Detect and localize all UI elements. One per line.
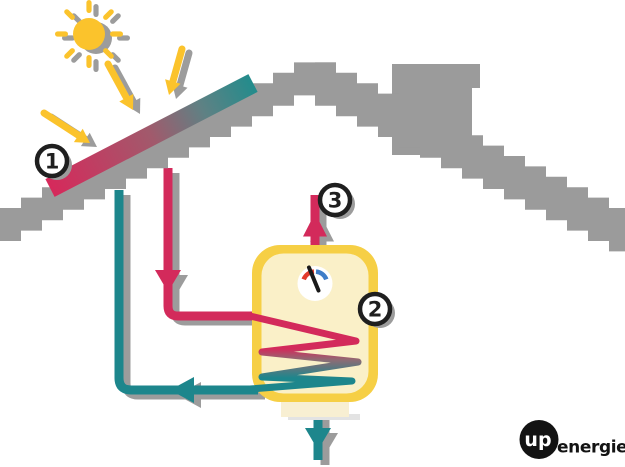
hot-flow-down-arrow xyxy=(155,270,181,292)
gauge-blue-arc xyxy=(315,269,329,281)
roof-left-slope xyxy=(0,62,336,241)
hot-supply-pipe xyxy=(163,168,258,321)
hot-water-up-arrow xyxy=(303,213,327,237)
sun-icon xyxy=(55,0,123,68)
cold-return-pipe xyxy=(114,190,258,395)
step-badge-tank-label: 2 xyxy=(368,298,383,322)
bottom-pipe-down-arrow xyxy=(305,428,331,450)
solar-panel xyxy=(45,74,258,197)
sunlight-arrow-icon xyxy=(108,64,133,110)
temperature-gauge xyxy=(297,265,333,301)
gauge-needle xyxy=(307,265,321,293)
heat-exchanger-coil xyxy=(246,312,362,393)
step-badge-collector-label: 1 xyxy=(45,150,60,174)
roof xyxy=(0,62,625,252)
cold-pipe-arrowheads xyxy=(170,377,331,450)
step-badge-hot-water: 3 xyxy=(317,182,355,219)
logo-circle xyxy=(519,420,559,459)
hot-pipe-arrowheads xyxy=(155,213,327,292)
step-badge-hot-water-label: 3 xyxy=(328,189,343,213)
step-badge-collector: 1 xyxy=(34,143,72,180)
brand-logo: up energie xyxy=(519,420,625,459)
gauge-red-arc xyxy=(301,269,315,281)
sunlight-arrow-icon xyxy=(44,113,90,143)
cold-return-left-arrow xyxy=(170,377,194,403)
roof-right-slope xyxy=(315,62,625,252)
logo-mark-text: up xyxy=(524,429,551,451)
logo-wordmark: energie xyxy=(557,438,625,458)
step-badge-tank: 2 xyxy=(357,291,395,328)
